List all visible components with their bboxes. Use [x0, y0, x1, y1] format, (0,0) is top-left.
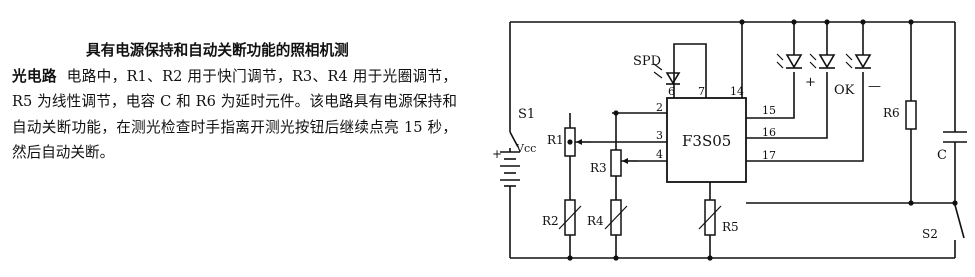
switch-s2: S2: [922, 204, 965, 241]
circuit-diagram: F3S05 6 7 14 15 2 3 4 16 17 SPD + OK —: [492, 19, 967, 261]
led-minus-label: —: [868, 79, 881, 94]
description-title: 具有电源保持和自动关断功能的照相机测: [86, 42, 349, 59]
pin-7: 7: [698, 85, 705, 98]
r5-label: R5: [722, 220, 739, 234]
led-ok-label: OK: [834, 83, 855, 98]
battery-plus-label: +: [492, 147, 502, 161]
resistor-r6: R6: [883, 100, 917, 130]
vcc-label: Vcc: [515, 142, 536, 155]
led-minus: —: [845, 53, 881, 94]
resistor-r4: R4: [587, 199, 628, 236]
resistor-r3: R3: [590, 149, 638, 177]
battery-vcc: + Vcc: [492, 142, 536, 187]
r1-label: R1: [547, 133, 564, 147]
pin-17: 17: [762, 149, 776, 162]
led-ok: OK: [809, 53, 855, 98]
description-title-cont: 光电路: [12, 67, 57, 85]
r2-label: R2: [542, 214, 559, 228]
pin-15: 15: [762, 104, 776, 117]
pin-3: 3: [656, 129, 663, 142]
resistor-r5: R5: [698, 199, 739, 236]
pin-14: 14: [730, 85, 744, 98]
led-plus-label: +: [805, 75, 816, 90]
pin-2: 2: [656, 101, 663, 114]
r4-label: R4: [587, 214, 604, 228]
c-label: C: [937, 148, 947, 163]
spd-photodiode: SPD: [633, 54, 681, 85]
spd-label: SPD: [633, 54, 661, 69]
switch-s1: S1: [509, 107, 535, 148]
pin-16: 16: [762, 126, 776, 139]
description-body: 电路中，R1、R2 用于快门调节，R3、R4 用于光圈调节，R5 为线性调节，电…: [12, 67, 457, 162]
resistor-r2: R2: [542, 199, 582, 236]
pin-numbers: 6 7 14 15 2 3 4 16 17: [656, 85, 776, 162]
s1-label: S1: [518, 107, 535, 122]
ic-label: F3S05: [682, 132, 731, 150]
ic-f3s05: F3S05: [666, 97, 747, 183]
s2-label: S2: [922, 227, 938, 241]
capacitor-c: C: [937, 131, 967, 163]
pin-4: 4: [656, 148, 663, 161]
led-plus: +: [776, 53, 816, 90]
pin-6: 6: [668, 85, 675, 98]
r3-label: R3: [590, 161, 607, 175]
junction-dots: [567, 19, 958, 261]
description-text: 具有电源保持和自动关断功能的照相机测 光电路 电路中，R1、R2 用于快门调节，…: [12, 38, 457, 166]
r6-label: R6: [883, 106, 900, 120]
wires: [509, 21, 956, 259]
